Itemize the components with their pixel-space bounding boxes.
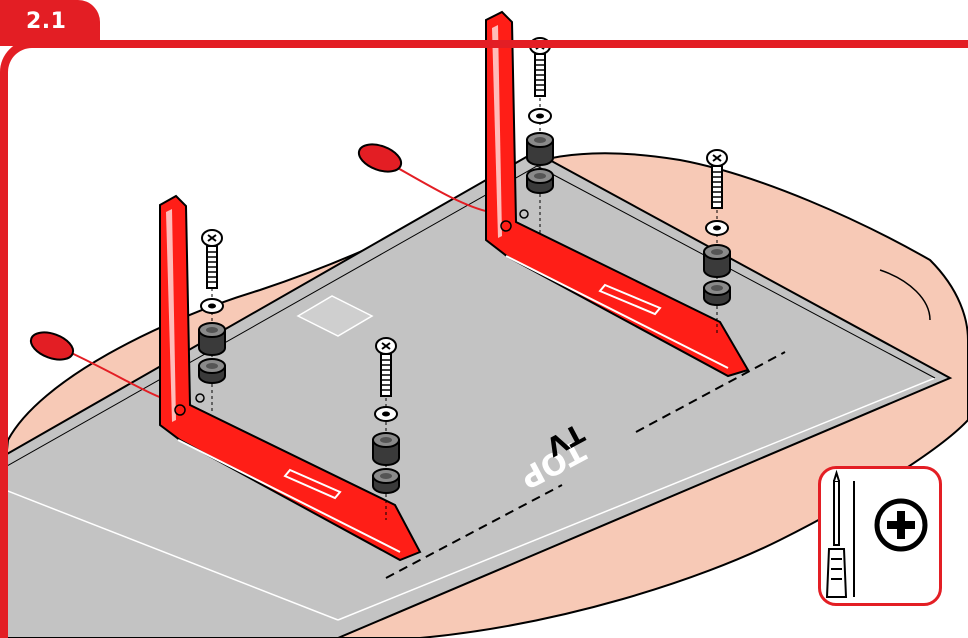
step-number: 2.1 xyxy=(26,9,66,34)
step-tab: 2.1 xyxy=(0,0,100,46)
tool-requirement-box xyxy=(818,466,942,606)
phillips-screwdriver-icon xyxy=(821,469,939,603)
